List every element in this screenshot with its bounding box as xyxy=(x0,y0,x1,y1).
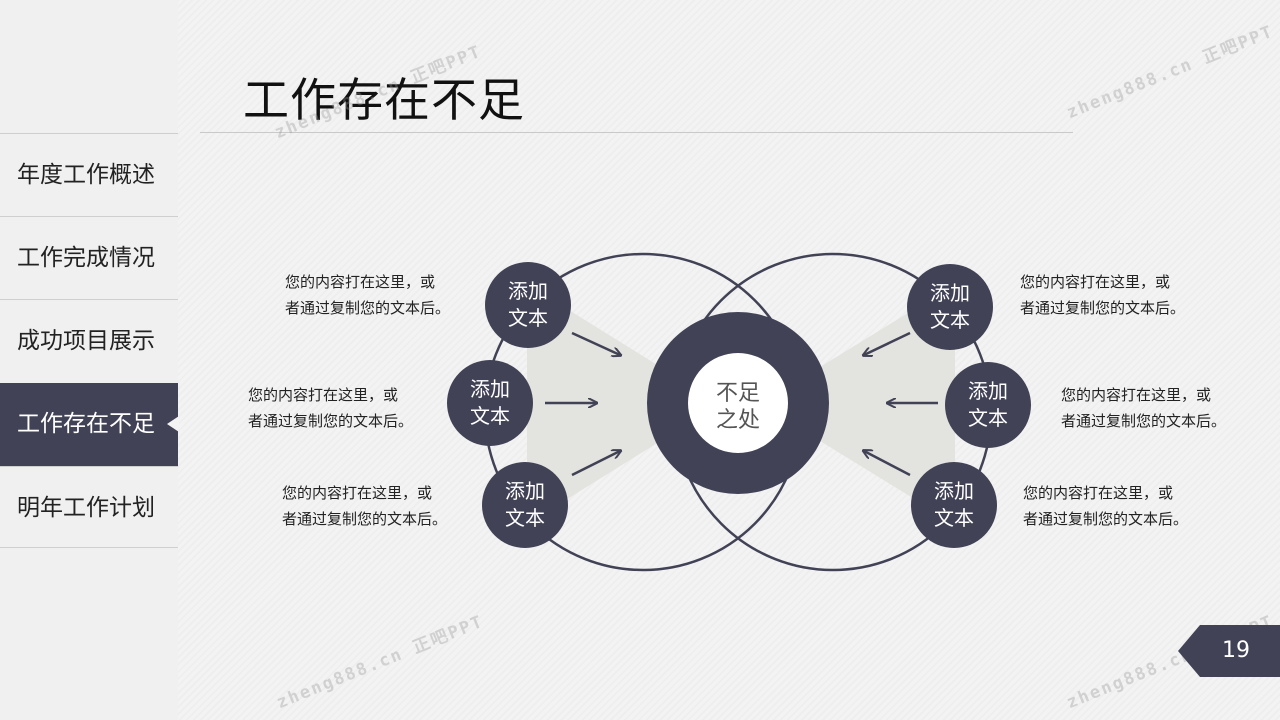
arrow-icon xyxy=(864,451,911,477)
description-line: 者通过复制您的文本后。 xyxy=(282,510,448,528)
node-description-right-bottom: 您的内容打在这里，或 者通过复制您的文本后。 xyxy=(1023,480,1188,532)
node-left-bottom[interactable]: 添加 文本 xyxy=(482,462,568,548)
description-line: 者通过复制您的文本后。 xyxy=(1023,510,1189,528)
node-description-left-bottom: 您的内容打在这里，或 者通过复制您的文本后。 xyxy=(282,480,447,532)
node-right-middle[interactable]: 添加 文本 xyxy=(945,362,1031,448)
description-line: 您的内容打在这里，或 xyxy=(1020,273,1171,291)
node-label: 文本 xyxy=(930,308,970,332)
center-label-line-1: 不足 xyxy=(716,381,760,406)
description-line: 您的内容打在这里，或 xyxy=(282,484,433,502)
title-divider xyxy=(200,132,1073,133)
sidebar-item-label: 成功项目展示 xyxy=(17,328,155,354)
description-line: 您的内容打在这里，或 xyxy=(285,273,436,291)
page-number-badge xyxy=(1178,625,1280,677)
node-label: 文本 xyxy=(470,404,510,428)
center-inner-circle xyxy=(688,353,788,453)
sidebar-item-next-year-plan[interactable]: 明年工作计划 xyxy=(0,466,178,548)
node-label: 添加 xyxy=(470,377,510,401)
description-line: 者通过复制您的文本后。 xyxy=(1061,412,1227,430)
arrow-icon xyxy=(864,331,911,355)
description-line: 您的内容打在这里，或 xyxy=(248,386,399,404)
right-fan-shape xyxy=(760,284,955,524)
node-left-top[interactable]: 添加 文本 xyxy=(485,262,571,348)
node-label: 添加 xyxy=(508,279,548,303)
node-description-left-top: 您的内容打在这里，或 者通过复制您的文本后。 xyxy=(285,269,450,321)
arrow-icon xyxy=(571,331,620,355)
description-line: 者通过复制您的文本后。 xyxy=(248,412,414,430)
node-label: 文本 xyxy=(505,506,545,530)
node-label: 文本 xyxy=(968,406,1008,430)
left-fan-shape xyxy=(527,284,720,524)
page-number: 19 xyxy=(1222,638,1250,663)
page-title: 工作存在不足 xyxy=(243,73,525,127)
sidebar-nav: 年度工作概述 工作完成情况 成功项目展示 工作存在不足 明年工作计划 xyxy=(0,0,179,720)
node-right-bottom[interactable]: 添加 文本 xyxy=(911,462,997,548)
description-line: 者通过复制您的文本后。 xyxy=(1020,299,1186,317)
node-label: 添加 xyxy=(930,281,970,305)
sidebar-item-label: 年度工作概述 xyxy=(17,162,155,188)
description-line: 者通过复制您的文本后。 xyxy=(285,299,451,317)
sidebar-item-label: 明年工作计划 xyxy=(17,495,155,521)
active-pointer-icon xyxy=(167,416,179,432)
sidebar-item-label: 工作存在不足 xyxy=(17,411,155,437)
node-label: 添加 xyxy=(934,479,974,503)
sidebar-item-work-shortcomings[interactable]: 工作存在不足 xyxy=(0,383,179,466)
description-line: 您的内容打在这里，或 xyxy=(1061,386,1212,404)
node-description-left-middle: 您的内容打在这里，或 者通过复制您的文本后。 xyxy=(248,382,413,434)
node-description-right-top: 您的内容打在这里，或 者通过复制您的文本后。 xyxy=(1020,269,1185,321)
description-line: 您的内容打在这里，或 xyxy=(1023,484,1174,502)
sidebar-item-annual-overview[interactable]: 年度工作概述 xyxy=(0,133,178,215)
node-left-middle[interactable]: 添加 文本 xyxy=(447,360,533,446)
arrow-icon xyxy=(571,451,620,477)
sidebar-item-work-completion[interactable]: 工作完成情况 xyxy=(0,216,178,298)
node-right-top[interactable]: 添加 文本 xyxy=(907,264,993,350)
node-label: 文本 xyxy=(508,306,548,330)
node-label: 添加 xyxy=(968,379,1008,403)
sidebar-item-successful-projects[interactable]: 成功项目展示 xyxy=(0,299,178,381)
sidebar-item-label: 工作完成情况 xyxy=(17,245,155,271)
center-label-line-2: 之处 xyxy=(716,408,760,433)
node-label: 添加 xyxy=(505,479,545,503)
node-label: 文本 xyxy=(934,506,974,530)
node-description-right-middle: 您的内容打在这里，或 者通过复制您的文本后。 xyxy=(1061,382,1226,434)
